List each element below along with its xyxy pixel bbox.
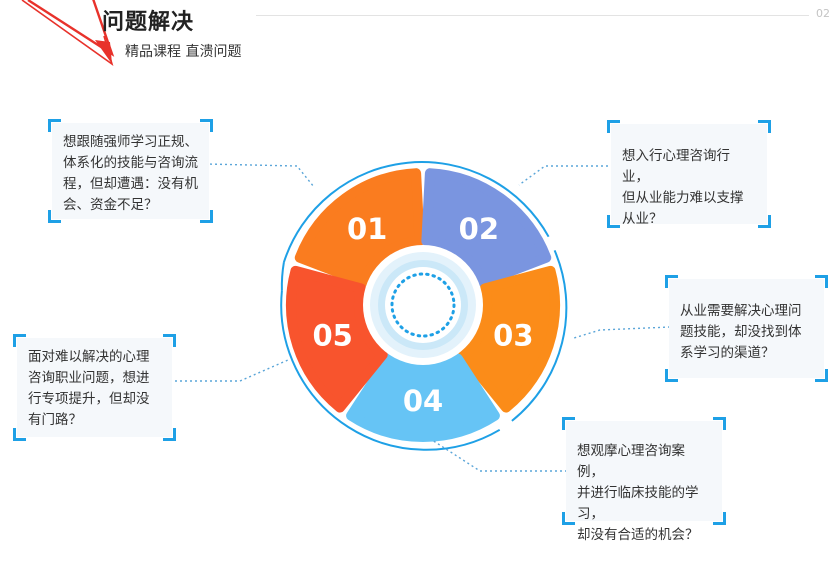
corner-bracket [713,512,726,525]
segment-group: 01 02 03 04 05 [286,168,560,442]
corner-bracket [562,417,575,430]
corner-bracket [607,215,620,228]
segment-02 [421,168,552,288]
problem-text-2: 想入行心理咨询行业， 但从业能力难以支撑 从业？ [622,148,744,227]
connector-01 [204,163,315,188]
corner-bracket [713,417,726,430]
corner-bracket [758,215,771,228]
page-number: 02 [816,7,830,20]
corner-bracket [48,210,61,223]
corner-bracket [48,119,61,132]
corner-bracket [562,512,575,525]
problem-box-1: 想跟随强师学习正规、 体系化的技能与咨询流 程，但却遭遇：没有机 会、资金不足？ [48,119,213,223]
segment-04 [346,353,500,442]
connector-03 [573,326,671,339]
inner-dotted-ring [390,272,456,338]
connector-02 [518,165,613,186]
segment-03 [458,265,560,413]
problem-text-1: 想跟随强师学习正规、 体系化的技能与咨询流 程，但却遭遇：没有机 会、资金不足？ [63,134,198,213]
segment-label-01: 01 [347,212,387,246]
page-subtitle: 精品课程 直溃问题 [125,44,242,60]
connector-04 [170,359,289,382]
segment-01 [294,168,425,288]
outer-arc-right [511,250,568,422]
corner-bracket [815,275,828,288]
outer-arc-bottom [280,290,501,451]
corner-bracket [665,369,678,382]
problem-text-3: 从业需要解决心理问 题技能，却没找到体 系学习的渠道？ [680,303,802,361]
outer-arc-top [282,161,550,263]
problem-box-4: 面对难以解决的心理 咨询职业问题，想进 行专项提升，但却没 有门路？ [13,334,176,441]
segment-label-05: 05 [312,318,352,352]
segment-label-02: 02 [459,212,499,246]
segment-label-04: 04 [403,384,443,418]
corner-bracket [815,369,828,382]
corner-bracket [758,120,771,133]
corner-bracket [200,119,213,132]
corner-bracket [13,428,26,441]
problem-box-5: 想观摩心理咨询案例， 并进行临床技能的学习， 却没有合适的机会？ [562,417,726,543]
corner-bracket [163,334,176,347]
problem-text-5: 想观摩心理咨询案例， 并进行临床技能的学习， 却没有合适的机会？ [577,443,699,543]
corner-bracket [665,275,678,288]
connector-05 [431,439,567,472]
inner-core [385,267,461,343]
problem-box-3: 从业需要解决心理问 题技能，却没找到体 系学习的渠道？ [665,275,828,382]
problem-text-4: 面对难以解决的心理 咨询职业问题，想进 行专项提升，但却没 有门路？ [28,349,150,428]
page-title: 问题解决 [102,10,195,35]
problem-box-2: 想入行心理咨询行业， 但从业能力难以支撑 从业？ [607,120,771,228]
corner-bracket [163,428,176,441]
outer-arc-left-gap [280,262,285,291]
corner-bracket [200,210,213,223]
segment-label-03: 03 [493,318,533,352]
segment-05 [286,265,388,413]
corner-bracket [13,334,26,347]
header-arrow-decoration [21,0,115,66]
header-divider [256,15,809,16]
corner-bracket [607,120,620,133]
